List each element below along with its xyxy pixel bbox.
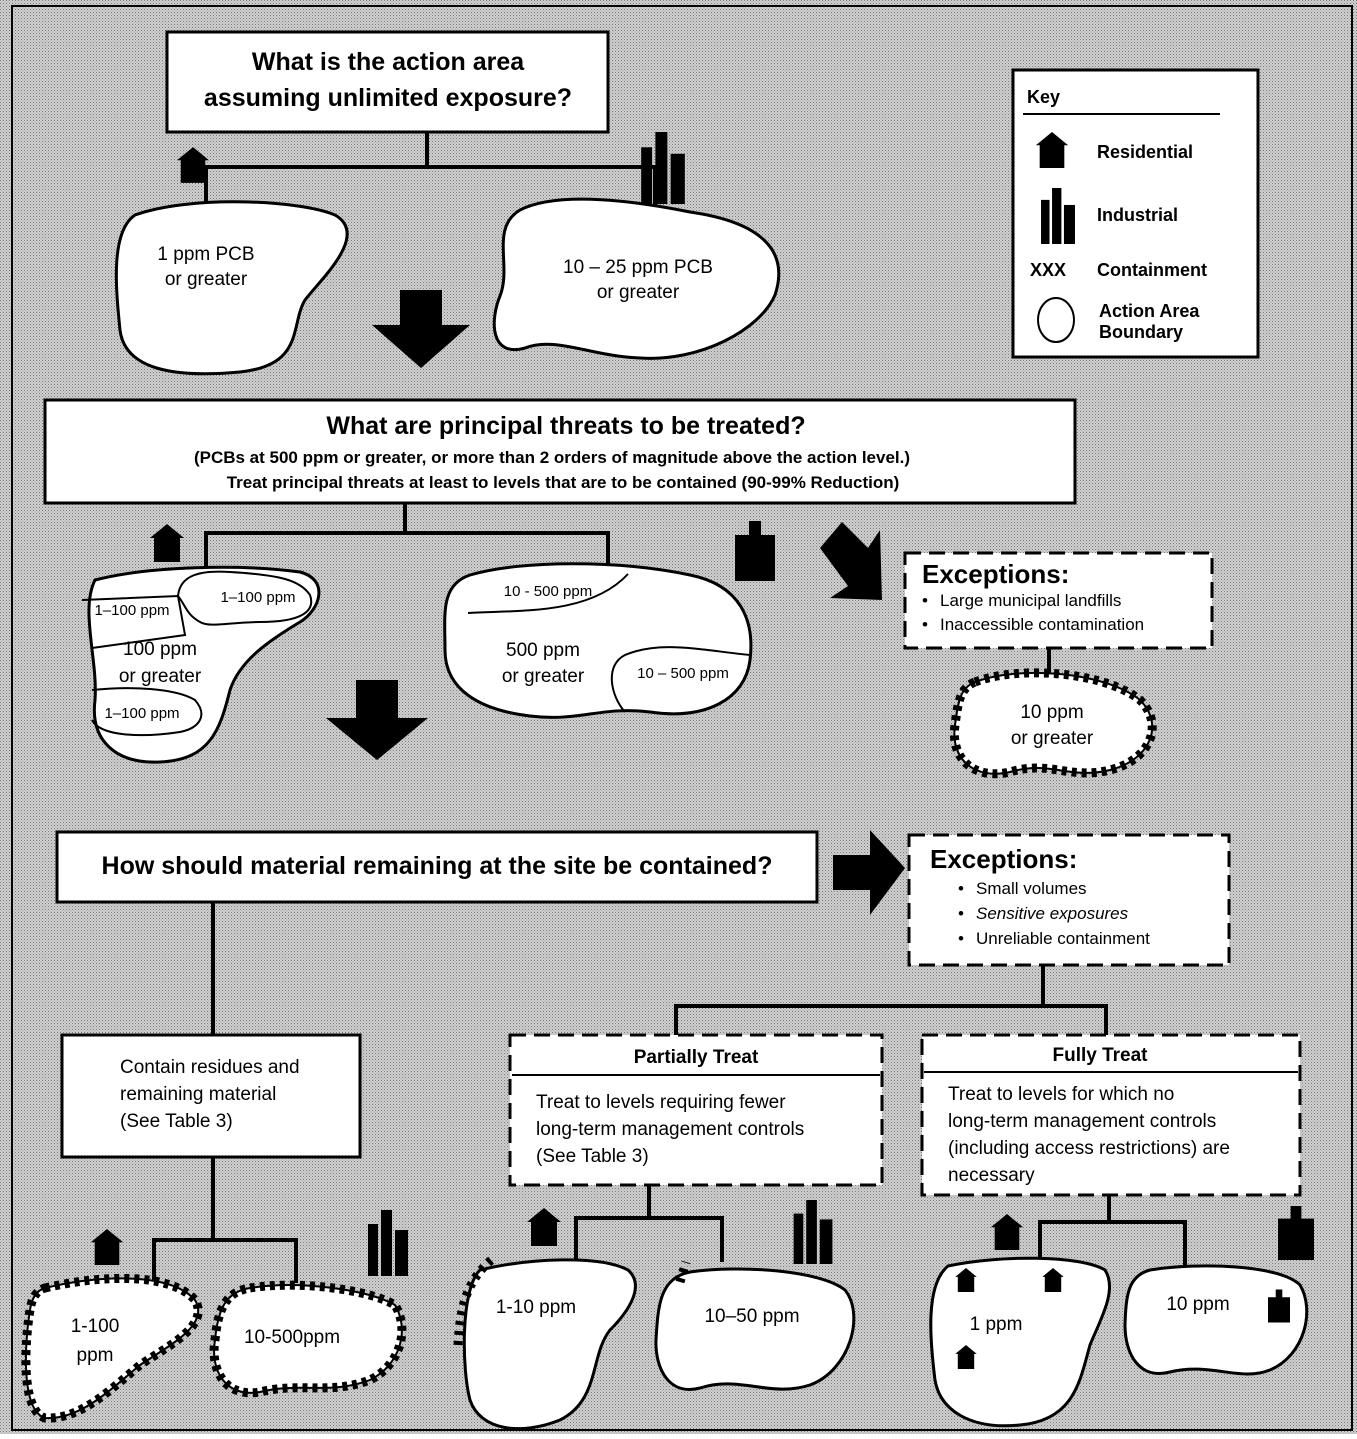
- bottom-c-ind: 10-500ppm: [244, 1327, 340, 1348]
- partial-line1: Treat to levels requiring fewer: [536, 1092, 786, 1113]
- exceptions-box-1: Exceptions: • Large municipal landfills …: [903, 551, 1214, 650]
- down-arrow-2: [326, 680, 428, 760]
- full-line2: long-term management controls: [948, 1111, 1216, 1132]
- svg-text:•: •: [922, 591, 928, 610]
- key-boundary-icon: [1037, 297, 1075, 343]
- question-principal-threats: What are principal threats to be treated…: [43, 398, 1077, 505]
- exc1-area-line1: 10 ppm: [1020, 702, 1083, 723]
- partially-treat-box: Partially Treat Treat to levels requirin…: [508, 1033, 884, 1187]
- res2-main2: or greater: [119, 666, 202, 687]
- area-ind-line1: 10 – 25 ppm PCB: [563, 257, 713, 278]
- area-res-line2: or greater: [165, 269, 248, 290]
- full-area-residential: 1 ppm: [929, 1256, 1111, 1428]
- key-containment-symbol: XXX: [1030, 260, 1066, 280]
- exc2-item-2: Sensitive exposures: [976, 904, 1129, 923]
- exceptions-box-2: Exceptions: • Small volumes • Sensitive …: [907, 833, 1231, 967]
- bottom-p-res: 1-10 ppm: [496, 1297, 576, 1318]
- full-line3: (including access restrictions) are: [948, 1138, 1230, 1159]
- down-arrow-1: [372, 290, 470, 368]
- res2-main1: 100 ppm: [123, 639, 197, 660]
- key-boundary-line1: Action Area: [1099, 301, 1200, 321]
- exc1-item-1: Large municipal landfills: [940, 591, 1121, 610]
- connector-contain: [152, 1157, 298, 1283]
- partial-title: Partially Treat: [634, 1047, 759, 1068]
- exception-contained-area: 10 ppm or greater: [949, 668, 1157, 779]
- q2-line3: Treat principal threats at least to leve…: [227, 473, 900, 492]
- exc2-item-1: Small volumes: [976, 879, 1087, 898]
- bottom-c-res1: 1-100: [71, 1316, 120, 1337]
- full-line4: necessary: [948, 1165, 1035, 1186]
- bottom-c-res2: ppm: [77, 1345, 114, 1366]
- q1-line2: assuming unlimited exposure?: [204, 84, 572, 112]
- exc2-item-3: Unreliable containment: [976, 929, 1150, 948]
- action-area-industrial: 10 – 25 ppm PCB or greater: [492, 197, 781, 360]
- connector-full: [1038, 1195, 1187, 1270]
- full-line1: Treat to levels for which no: [948, 1084, 1174, 1105]
- q3-title: How should material remaining at the sit…: [102, 852, 773, 880]
- res2-sub2: 1–100 ppm: [220, 589, 295, 606]
- connector-partial: [574, 1185, 724, 1262]
- q2-line2: (PCBs at 500 ppm or greater, or more tha…: [194, 448, 910, 467]
- partial-area-residential: 1-10 ppm: [453, 1253, 637, 1431]
- area-ind-line2: or greater: [597, 282, 680, 303]
- contain-box: Contain residues and remaining material …: [60, 1033, 362, 1159]
- q1-line1: What is the action area: [252, 48, 525, 76]
- contained-area-industrial: 10-500ppm: [209, 1280, 407, 1398]
- full-area-industrial: 10 ppm: [1123, 1264, 1309, 1376]
- q2-title: What are principal threats to be treated…: [326, 412, 805, 440]
- key-residential: Residential: [1097, 142, 1193, 162]
- ind2-sub2: 10 – 500 ppm: [637, 665, 729, 682]
- key-boundary-line2: Boundary: [1099, 322, 1183, 342]
- partial-line3: (See Table 3): [536, 1146, 649, 1167]
- res2-sub3: 1–100 ppm: [104, 705, 179, 722]
- contain-line1: Contain residues and: [120, 1057, 300, 1078]
- exc2-title: Exceptions:: [930, 844, 1077, 874]
- threat-area-residential: 1–100 ppm 1–100 ppm 100 ppm or greater 1…: [81, 565, 321, 764]
- connector-q2: [204, 503, 610, 575]
- exc1-area-line2: or greater: [1011, 728, 1094, 749]
- bottom-f-ind: 10 ppm: [1166, 1294, 1229, 1315]
- contained-area-residential: 1-100 ppm: [21, 1273, 203, 1423]
- area-res-line1: 1 ppm PCB: [157, 244, 254, 265]
- res2-sub1: 1–100 ppm: [94, 602, 169, 619]
- bottom-p-ind: 10–50 ppm: [704, 1306, 799, 1327]
- contain-line2: remaining material: [120, 1084, 276, 1105]
- ind2-main2: or greater: [502, 666, 585, 687]
- svg-text:•: •: [958, 904, 964, 923]
- exception-arrow-2: [833, 830, 905, 915]
- action-area-residential: 1 ppm PCB or greater: [114, 200, 349, 376]
- exc1-item-2: Inaccessible contamination: [940, 615, 1144, 634]
- connector-exc2: [674, 965, 1108, 1035]
- ind2-sub1: 10 - 500 ppm: [504, 583, 592, 600]
- key-containment: Containment: [1097, 260, 1207, 280]
- question-containment: How should material remaining at the sit…: [55, 830, 819, 904]
- key-industrial: Industrial: [1097, 205, 1178, 225]
- bottom-f-res: 1 ppm: [970, 1314, 1023, 1335]
- fully-treat-box: Fully Treat Treat to levels for which no…: [920, 1033, 1302, 1197]
- ind2-main1: 500 ppm: [506, 640, 580, 661]
- frame: [11, 5, 1353, 1431]
- key-title: Key: [1027, 87, 1060, 107]
- exc1-title: Exceptions:: [922, 559, 1069, 589]
- connector-q1: [204, 132, 657, 205]
- question-action-area: What is the action area assuming unlimit…: [165, 30, 610, 134]
- partial-area-industrial: 10–50 ppm: [654, 1260, 856, 1391]
- svg-text:•: •: [922, 615, 928, 634]
- key-legend: Key Residential Industrial XXX Containme…: [1011, 68, 1260, 359]
- exception-arrow-1: [820, 522, 882, 600]
- full-title: Fully Treat: [1052, 1045, 1148, 1066]
- contain-line3: (See Table 3): [120, 1111, 233, 1132]
- partial-line2: long-term management controls: [536, 1119, 804, 1140]
- svg-text:•: •: [958, 879, 964, 898]
- svg-text:•: •: [958, 929, 964, 948]
- threat-area-industrial: 10 - 500 ppm 500 ppm or greater 10 – 500…: [443, 562, 753, 719]
